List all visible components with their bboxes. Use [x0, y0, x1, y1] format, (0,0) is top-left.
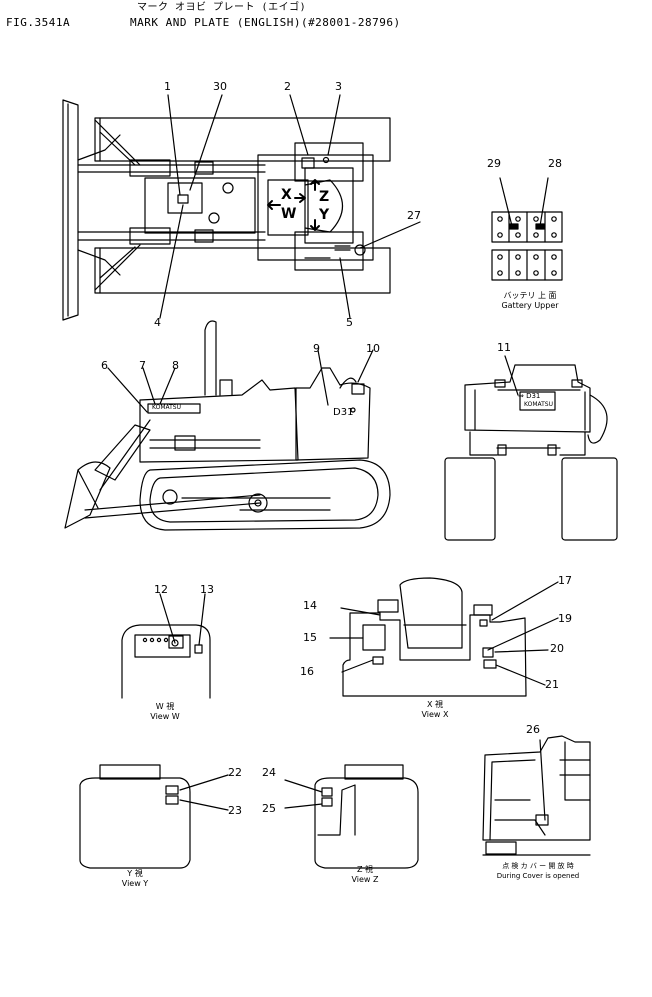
view-y-drawing [80, 765, 228, 868]
view-y-caption: View Y [121, 879, 149, 888]
view-w-drawing [122, 594, 210, 698]
callout-23: 23 [228, 804, 242, 817]
view-w-caption-jp: W 視 [155, 702, 175, 711]
figure-title: MARK AND PLATE (ENGLISH)(#28001-28796) [130, 16, 401, 29]
callout-12: 12 [154, 583, 168, 596]
view-x-caption: View X [421, 710, 449, 719]
callout-25: 25 [262, 802, 276, 815]
view-x-caption-jp: X 視 [426, 700, 444, 709]
callout-2: 2 [284, 80, 291, 93]
side-view-drawing [65, 321, 390, 530]
battery-caption: Gattery Upper [501, 301, 559, 310]
model-decal: D31 [333, 407, 354, 418]
callout-16: 16 [300, 665, 314, 678]
callout-29: 29 [487, 157, 501, 170]
rear-view-drawing [445, 356, 617, 540]
callout-28: 28 [548, 157, 562, 170]
view-z-caption: View Z [351, 875, 379, 884]
figure-id: FIG.3541A [6, 16, 71, 29]
rear-komatsu-decal: KOMATSU [524, 401, 554, 408]
battery-caption-jp: バッテリ 上 面 [503, 291, 557, 300]
view-y-caption-jp: Y 視 [127, 869, 143, 878]
callout-26: 26 [526, 723, 540, 736]
callout-15: 15 [303, 631, 317, 644]
rear-model-decal: ⇒ D31 [518, 392, 541, 400]
battery-upper-drawing [492, 178, 562, 280]
callout-14: 14 [303, 599, 317, 612]
view-z-drawing [285, 765, 418, 868]
callout-21: 21 [545, 678, 559, 691]
view-letter-z: Z [319, 189, 330, 205]
callout-11: 11 [497, 341, 511, 354]
callout-13: 13 [200, 583, 214, 596]
view-letter-w: W [281, 206, 297, 222]
title-japanese: マーク オヨビ プレート (エイゴ) [137, 2, 307, 13]
callout-27: 27 [407, 209, 421, 222]
view-letter-x: X [281, 187, 292, 203]
callout-6: 6 [101, 359, 108, 372]
callout-30: 30 [213, 80, 227, 93]
komatsu-decal: KOMATSU [152, 404, 182, 411]
callout-24: 24 [262, 766, 276, 779]
callout-3: 3 [335, 80, 342, 93]
callout-19: 19 [558, 612, 572, 625]
callout-9: 9 [313, 342, 320, 355]
callout-4: 4 [154, 316, 161, 329]
callout-22: 22 [228, 766, 242, 779]
top-view-drawing [63, 95, 420, 320]
callout-5: 5 [346, 316, 353, 329]
view-w-caption: View W [150, 712, 180, 721]
cover-caption-jp: 点 検 カ バ ー 開 放 時 [502, 862, 574, 870]
callout-8: 8 [172, 359, 179, 372]
callout-17: 17 [558, 574, 572, 587]
view-x-drawing [330, 578, 558, 696]
callout-1: 1 [164, 80, 171, 93]
view-z-caption-jp: Z 視 [356, 865, 374, 874]
cover-caption: During Cover is opened [496, 872, 580, 880]
view-letter-y: Y [319, 207, 330, 223]
cover-opened-drawing [483, 736, 590, 855]
callout-7: 7 [139, 359, 146, 372]
callout-20: 20 [550, 642, 564, 655]
callout-10: 10 [366, 342, 380, 355]
